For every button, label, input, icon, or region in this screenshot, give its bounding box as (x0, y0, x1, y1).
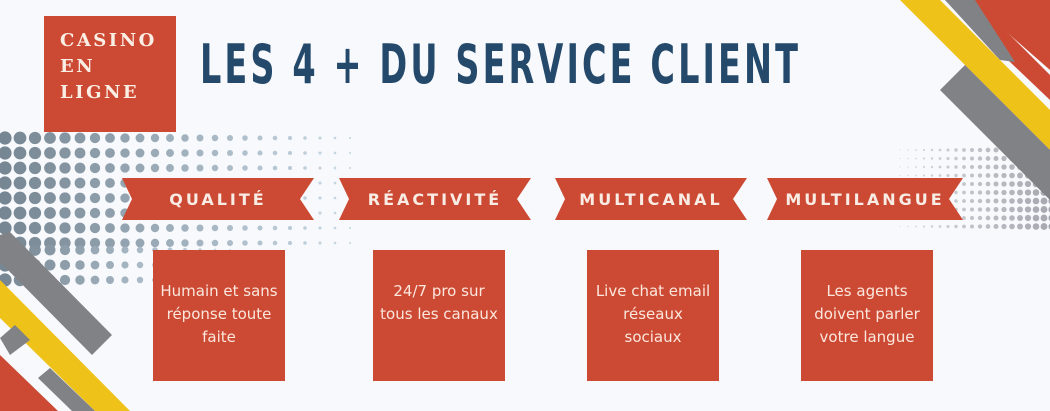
ribbon-banner-shape (767, 178, 963, 220)
casino-en-ligne-logo: CASINO EN LIGNE (44, 16, 176, 132)
logo-line-1: CASINO (60, 30, 157, 51)
ribbon-qualite: QUALITÉ (122, 178, 314, 220)
card-description: Humain et sans réponse toute faite (160, 282, 278, 346)
ribbon-label: MULTILANGUE (785, 189, 945, 209)
ribbon-label: QUALITÉ (169, 189, 267, 209)
ribbon-label: RÉACTIVITÉ (367, 189, 503, 209)
card-description: Live chat email réseaux sociaux (595, 282, 711, 346)
ribbon-banner-shape (122, 178, 314, 220)
ribbon-reactivite: RÉACTIVITÉ (339, 178, 531, 220)
logo-line-3: LIGNE (60, 82, 140, 103)
ribbon-label: MULTICANAL (579, 189, 723, 209)
card-qualite: Humain et sans réponse toute faite (153, 250, 285, 381)
logo-line-2: EN (60, 56, 96, 77)
page-title: LES 4 + DU SERVICE CLIENT (200, 33, 802, 96)
ribbon-banner-shape (555, 178, 747, 220)
card-description: Les agents doivent parler votre langue (814, 282, 920, 346)
card-multilangue: Les agents doivent parler votre langue (801, 250, 933, 381)
card-multicanal: Live chat email réseaux sociaux (587, 250, 719, 381)
ribbon-banner-shape (339, 178, 531, 220)
ribbon-multicanal: MULTICANAL (555, 178, 747, 220)
card-reactivite: 24/7 pro sur tous les canaux (373, 250, 505, 381)
ribbon-multilangue: MULTILANGUE (767, 178, 963, 220)
card-description: 24/7 pro sur tous les canaux (380, 282, 498, 323)
